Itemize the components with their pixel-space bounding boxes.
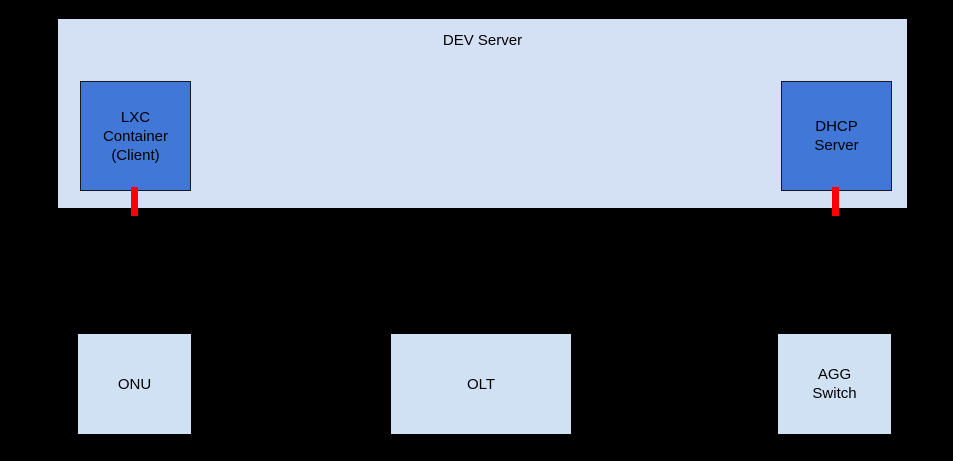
node-dhcp-server[interactable]: DHCP Server (781, 81, 892, 191)
node-olt[interactable]: OLT (391, 334, 571, 434)
link-dhcp-to-agg-switch[interactable] (832, 187, 839, 216)
dev-server-container[interactable]: DEV Server (58, 19, 907, 208)
link-lxc-to-onu[interactable] (131, 187, 138, 216)
node-agg-switch[interactable]: AGG Switch (778, 334, 891, 434)
dev-server-title: DEV Server (442, 32, 523, 49)
node-lxc-container[interactable]: LXC Container (Client) (80, 81, 191, 191)
node-onu[interactable]: ONU (78, 334, 191, 434)
